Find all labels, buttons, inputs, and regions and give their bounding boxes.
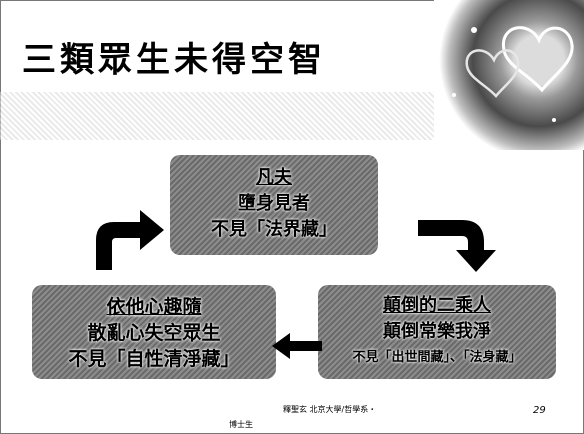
page-number: 29 [533,405,546,416]
box-right-line2: 顛倒常樂我淨 [383,321,491,342]
footer-author: 釋聖玄 北京大學/哲學系・ [283,405,377,414]
box-two-vehicles: 顛倒的二乘人 顛倒常樂我淨 不見「出世間藏」、「法身藏」 [318,285,556,379]
box-top-line2: 墮身見者 [238,193,310,214]
slide-title: 三類眾生未得空智 [22,40,326,80]
arrow-right-down-icon [418,220,496,272]
box-ordinary-beings: 凡夫 墮身見者 不見「法界藏」 [170,155,378,255]
footer-author-degree: 博士生 [229,420,253,429]
box-right-line3: 不見「出世間藏」、「法身藏」 [352,350,522,365]
watermark-banner [0,92,440,140]
box-right-line1: 顛倒的二乘人 [383,295,491,316]
box-left-line2: 散亂心失空眾生 [87,322,221,344]
box-top-line1: 凡夫 [256,167,292,188]
box-left-line1: 依他心趣隨 [106,296,202,318]
arrow-up-right-icon [96,210,164,270]
box-distracted-beings: 依他心趣隨 散亂心失空眾生 不見「自性清淨藏」 [32,285,276,379]
box-top-line3: 不見「法界藏」 [211,219,337,240]
box-left-line3: 不見「自性清淨藏」 [68,348,240,370]
hearts-decoration [434,0,584,150]
arrow-left-icon [272,333,322,359]
hearts-icon [452,26,574,122]
